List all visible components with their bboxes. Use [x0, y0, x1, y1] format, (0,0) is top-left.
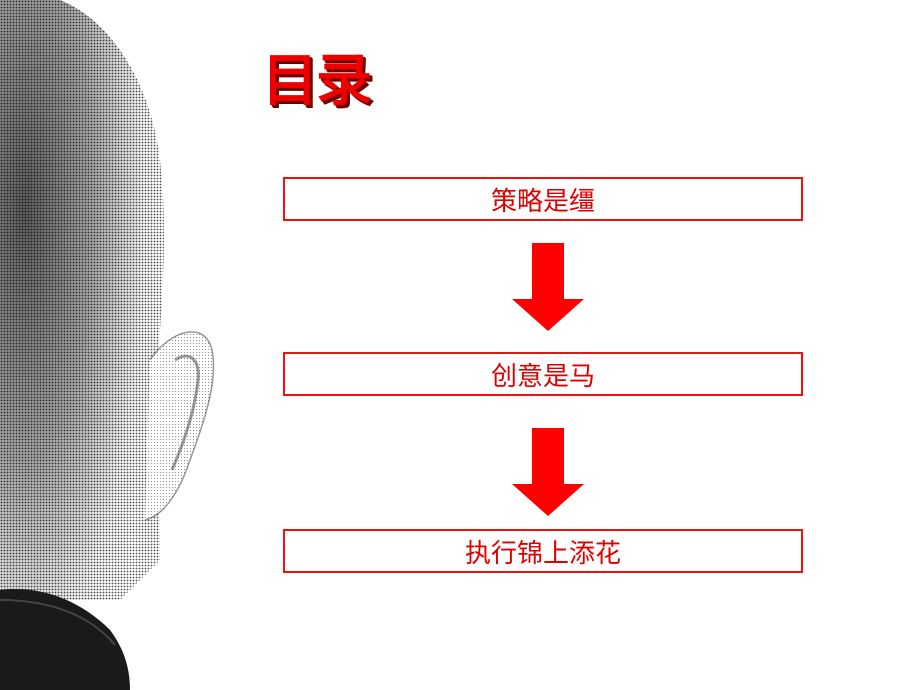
slide-title: 目录	[262, 49, 372, 114]
step-box-strategy: 策略是缰	[283, 177, 803, 221]
step-label-creative: 创意是马	[490, 361, 595, 392]
down-arrow-icon	[512, 428, 584, 516]
step-box-creative: 创意是马	[283, 352, 803, 396]
step-box-execution: 执行锦上添花	[283, 529, 803, 573]
bald-head-image	[0, 0, 215, 690]
down-arrow-icon	[512, 243, 584, 331]
step-label-strategy: 策略是缰	[490, 186, 595, 217]
step-label-execution: 执行锦上添花	[464, 538, 621, 569]
